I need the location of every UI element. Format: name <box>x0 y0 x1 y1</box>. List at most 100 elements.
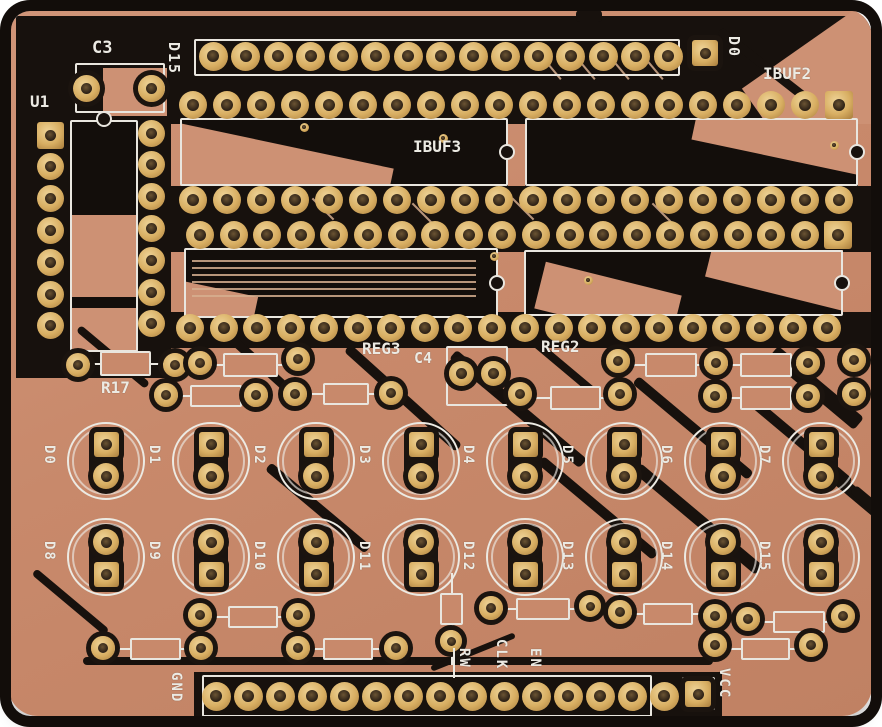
led-cathode-pad <box>93 463 119 489</box>
drill-hole <box>293 354 303 364</box>
ic-reg3-fill <box>184 248 498 318</box>
led-footprint-D10 <box>277 518 355 596</box>
drill-hole <box>799 99 811 111</box>
io-header-bottom-pad <box>233 681 263 711</box>
silkscreen-label-D14: D14 <box>658 541 674 573</box>
via <box>299 122 309 132</box>
led-cathode-pad <box>611 463 637 489</box>
socket-row-c-pad <box>690 221 718 249</box>
led-anode-pad <box>611 561 637 587</box>
component-pad <box>608 600 632 624</box>
ic-u1-notch-icon <box>96 111 112 127</box>
led-footprint-D0 <box>67 422 145 500</box>
component-pad <box>831 604 855 628</box>
drill-hole <box>833 194 845 206</box>
drill-hole <box>391 99 403 111</box>
drill-hole <box>385 322 397 334</box>
socket-row-d-pad <box>444 314 472 342</box>
led-anode-pad <box>710 561 736 587</box>
socket-row-b-pad <box>587 186 615 214</box>
ic-ibuf2-fill <box>525 118 858 186</box>
socket-row-b-pad <box>451 186 479 214</box>
drill-hole <box>618 568 630 580</box>
drill-hole <box>184 322 196 334</box>
drill-hole <box>717 568 729 580</box>
drill-hole <box>815 470 827 482</box>
ic-reg2-notch-icon <box>834 275 850 291</box>
silkscreen-label-D0: D0 <box>41 445 57 466</box>
resistor-outline <box>516 598 570 620</box>
led-footprint-inner <box>787 427 855 495</box>
drill-hole <box>310 470 322 482</box>
silkscreen-label-D7: D7 <box>756 445 772 466</box>
drill-hole <box>293 610 303 620</box>
drill-hole <box>658 690 670 702</box>
drill-hole <box>515 389 525 399</box>
silkscreen-label-D11: D11 <box>356 541 372 573</box>
socket-row-b-pad <box>553 186 581 214</box>
io-header-bottom-pad <box>361 681 391 711</box>
drill-hole <box>595 194 607 206</box>
drill-hole <box>217 322 230 334</box>
drill-hole <box>44 161 56 173</box>
drill-hole <box>626 690 638 702</box>
drill-hole <box>425 194 437 206</box>
socket-row-a-pad <box>417 91 445 119</box>
u1-left-col-pad <box>36 185 64 213</box>
socket-row-d-pad <box>578 314 606 342</box>
drill-hole <box>429 229 442 241</box>
component-pad <box>66 353 90 377</box>
io-header-bottom-pad <box>393 681 423 711</box>
led-footprint-inner <box>387 427 455 495</box>
socket-row-a-pad <box>281 91 309 119</box>
drill-hole <box>594 690 606 702</box>
drill-hole <box>803 391 813 401</box>
socket-row-d-pad <box>410 314 439 342</box>
drill-hole <box>487 367 499 379</box>
drill-hole <box>145 159 157 171</box>
led-footprint-D4 <box>486 422 564 500</box>
socket-row-c-pad <box>286 221 315 249</box>
led-anode-pad <box>611 431 637 457</box>
u1-right-col-pad <box>137 278 165 306</box>
drill-hole <box>493 99 505 111</box>
socket-row-c-pad <box>186 221 214 249</box>
drill-hole <box>686 322 699 334</box>
drill-hole <box>418 322 431 334</box>
resistor-outline <box>440 593 463 625</box>
led-cathode-pad <box>808 463 834 489</box>
drill-hole <box>205 470 217 482</box>
silkscreen-label-D15: D15 <box>756 541 772 573</box>
silkscreen-label-D6: D6 <box>658 445 674 466</box>
drill-hole <box>145 222 157 234</box>
drill-hole <box>699 47 711 59</box>
overline-bar <box>453 648 455 678</box>
drill-hole <box>205 536 217 548</box>
component-pad <box>154 383 178 407</box>
drill-hole <box>519 470 531 482</box>
socket-row-b-pad <box>417 186 445 214</box>
drill-hole <box>44 129 56 141</box>
socket-row-c-pad <box>723 221 752 249</box>
drill-hole <box>402 50 414 62</box>
socket-row-c-pad <box>757 221 786 249</box>
component-pad <box>703 633 727 657</box>
drill-hole <box>145 82 157 94</box>
drill-hole <box>820 322 833 334</box>
data-header-top-pad <box>588 41 618 71</box>
drill-hole <box>242 690 254 702</box>
drill-hole <box>289 194 301 206</box>
dark-trace <box>83 657 713 665</box>
copper-trace <box>192 281 476 283</box>
drill-hole <box>415 470 427 482</box>
drill-hole <box>255 99 267 111</box>
drill-hole <box>44 320 56 332</box>
ic-reg3-outline <box>184 248 498 318</box>
silkscreen-label-rw: RW <box>456 648 472 669</box>
drill-hole <box>44 288 56 300</box>
led-footprint-inner <box>72 427 140 495</box>
led-footprint-inner <box>590 523 658 591</box>
led-cathode-pad <box>198 529 224 555</box>
socket-row-a-pad <box>451 91 479 119</box>
